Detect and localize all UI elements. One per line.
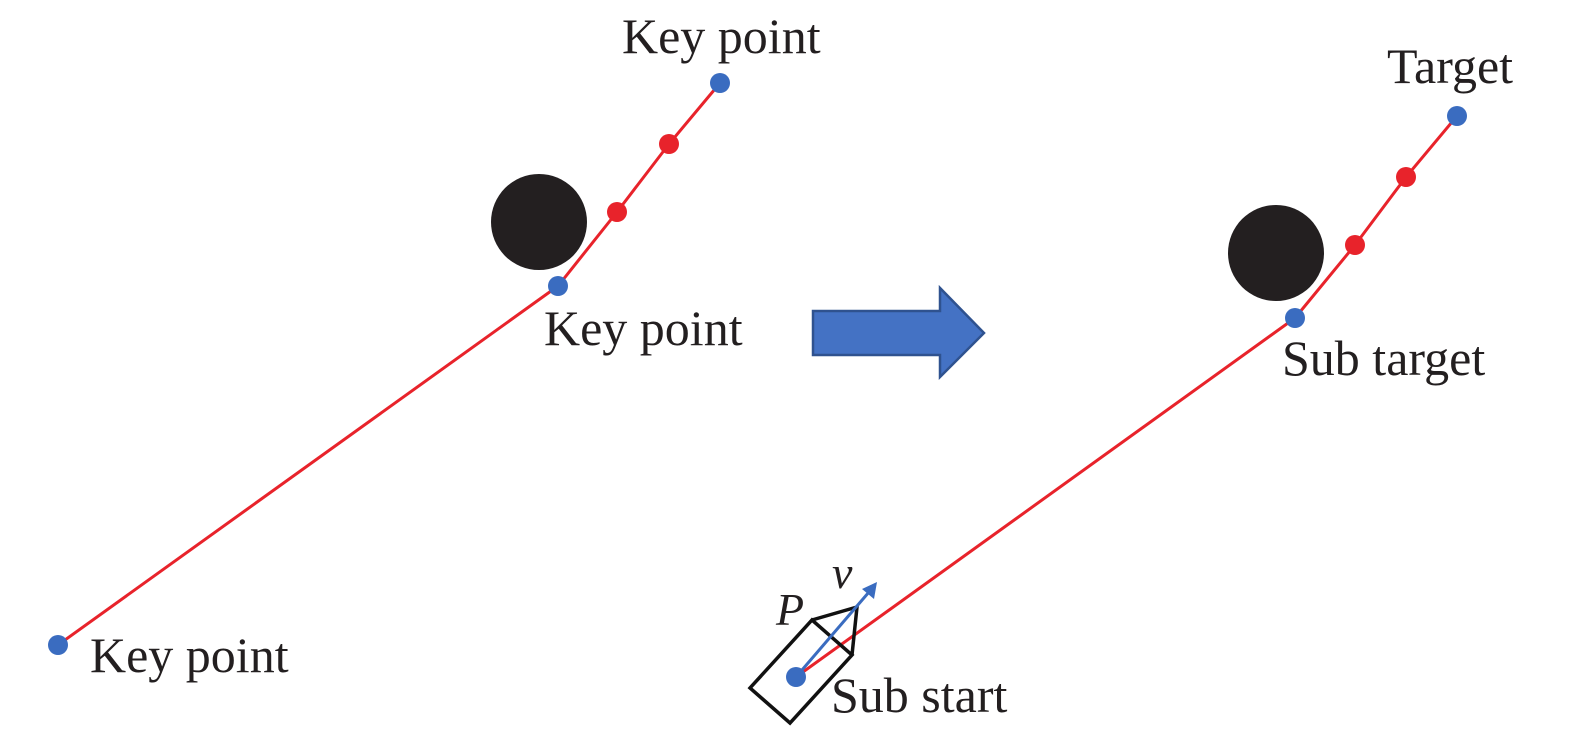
left-bottom-key-point [48, 635, 68, 655]
left-top-key-point [710, 73, 730, 93]
left-top-key-point-label: Key point [622, 8, 821, 64]
target-label: Target [1387, 38, 1513, 94]
position-label: P [775, 584, 804, 635]
left-intermediate-point-1 [607, 202, 627, 222]
left-intermediate-point-2 [659, 134, 679, 154]
sub-target-label: Sub target [1282, 330, 1485, 386]
right-intermediate-point-1 [1345, 235, 1365, 255]
vehicle-hull [747, 617, 855, 726]
left-panel: Key point Key point Key point [48, 8, 821, 683]
sub-target-point [1285, 308, 1305, 328]
left-bottom-key-point-label: Key point [90, 627, 289, 683]
right-intermediate-point-2 [1396, 167, 1416, 187]
sub-start-label: Sub start [831, 667, 1008, 723]
left-middle-key-point [548, 276, 568, 296]
left-obstacle [491, 174, 587, 270]
velocity-label: v [832, 547, 853, 598]
velocity-vector [794, 582, 877, 678]
left-middle-key-point-label: Key point [544, 300, 743, 356]
left-path-line [57, 82, 722, 647]
target-point [1447, 106, 1467, 126]
right-panel: Target Sub target Sub start P v [747, 38, 1513, 726]
velocity-arrow-head [862, 582, 877, 599]
right-arrow-icon [811, 284, 986, 381]
sub-start-point [786, 667, 806, 687]
velocity-arrow-shaft [794, 591, 871, 678]
right-obstacle [1228, 205, 1324, 301]
right-path-line [795, 115, 1459, 679]
